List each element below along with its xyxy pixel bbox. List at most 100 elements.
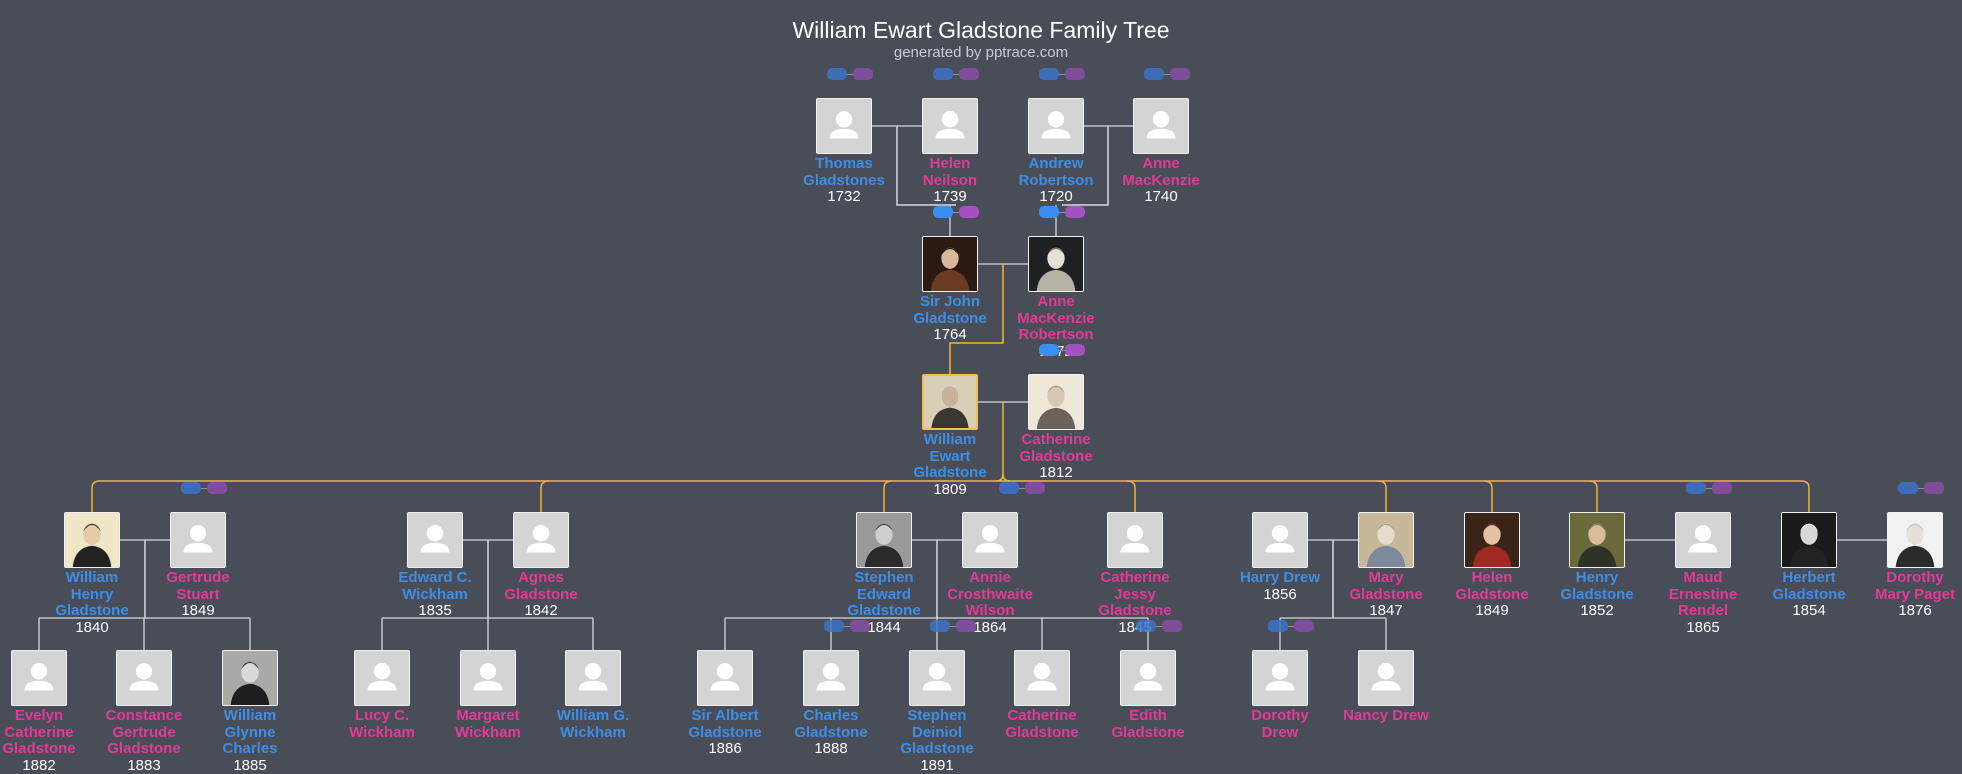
person-name[interactable]: William G.Wickham [528,707,658,741]
person-portrait[interactable] [922,236,978,292]
person-portrait[interactable] [856,512,912,568]
expand-ancestors-pill[interactable] [999,482,1019,494]
expand-descendants-pill[interactable] [959,206,979,218]
person-placeholder-icon[interactable] [697,650,753,706]
expand-ancestors-pill[interactable] [933,68,953,80]
person-placeholder-icon[interactable] [116,650,172,706]
person-placeholder-icon[interactable] [11,650,67,706]
person-placeholder-icon[interactable] [354,650,410,706]
person-placeholder-icon[interactable] [803,650,859,706]
expand-ancestors-pill[interactable] [1144,68,1164,80]
person-placeholder-icon[interactable] [1014,650,1070,706]
expand-ancestors-pill[interactable] [1136,620,1156,632]
person-placeholder-icon[interactable] [1252,650,1308,706]
expand-ancestors-pill[interactable] [933,206,953,218]
person-placeholder-icon[interactable] [1252,512,1308,568]
person-portrait[interactable] [222,650,278,706]
person-placeholder-icon[interactable] [1133,98,1189,154]
expand-ancestors-pill[interactable] [1686,482,1706,494]
person-portrait[interactable] [64,512,120,568]
expand-descendants-pill[interactable] [1712,482,1732,494]
person-placeholder-icon[interactable] [170,512,226,568]
person-placeholder-icon[interactable] [922,98,978,154]
expand-descendants-pill[interactable] [1065,68,1085,80]
expand-descendants-pill[interactable] [1294,620,1314,632]
expand-ancestors-pill[interactable] [824,620,844,632]
expand-descendants-pill[interactable] [850,620,870,632]
person-placeholder-icon[interactable] [407,512,463,568]
expand-ancestors-pill[interactable] [1898,482,1918,494]
expand-ancestors-pill[interactable] [1268,620,1288,632]
person-portrait[interactable] [1028,374,1084,430]
person-name[interactable]: Nancy Drew [1321,707,1451,725]
expand-ancestors-pill[interactable] [930,620,950,632]
expand-descendants-pill[interactable] [1162,620,1182,632]
person-placeholder-icon[interactable] [513,512,569,568]
person-portrait[interactable] [1464,512,1520,568]
expand-ancestors-pill[interactable] [1039,206,1059,218]
expand-ancestors-pill[interactable] [1039,344,1059,356]
person-placeholder-icon[interactable] [565,650,621,706]
person-placeholder-icon[interactable] [1028,98,1084,154]
person-portrait[interactable] [1028,236,1084,292]
person-portrait[interactable] [1887,512,1943,568]
person-portrait[interactable] [1569,512,1625,568]
person-placeholder-icon[interactable] [962,512,1018,568]
expand-ancestors-pill[interactable] [827,68,847,80]
expand-descendants-pill[interactable] [959,68,979,80]
expand-descendants-pill[interactable] [1065,206,1085,218]
person-placeholder-icon[interactable] [1358,650,1414,706]
person-portrait[interactable] [1781,512,1837,568]
expand-descendants-pill[interactable] [853,68,873,80]
person-placeholder-icon[interactable] [1120,650,1176,706]
person-placeholder-icon[interactable] [1107,512,1163,568]
expand-descendants-pill[interactable] [1025,482,1045,494]
expand-descendants-pill[interactable] [1065,344,1085,356]
expand-descendants-pill[interactable] [207,482,227,494]
expand-ancestors-pill[interactable] [181,482,201,494]
expand-ancestors-pill[interactable] [1039,68,1059,80]
expand-descendants-pill[interactable] [1170,68,1190,80]
person-placeholder-icon[interactable] [909,650,965,706]
expand-descendants-pill[interactable] [956,620,976,632]
expand-descendants-pill[interactable] [1924,482,1944,494]
person-portrait[interactable] [1358,512,1414,568]
person-placeholder-icon[interactable] [816,98,872,154]
person-placeholder-icon[interactable] [1675,512,1731,568]
person-placeholder-icon[interactable] [460,650,516,706]
person-name[interactable]: Lucy C.Wickham [317,707,447,741]
person-portrait[interactable] [922,374,978,430]
